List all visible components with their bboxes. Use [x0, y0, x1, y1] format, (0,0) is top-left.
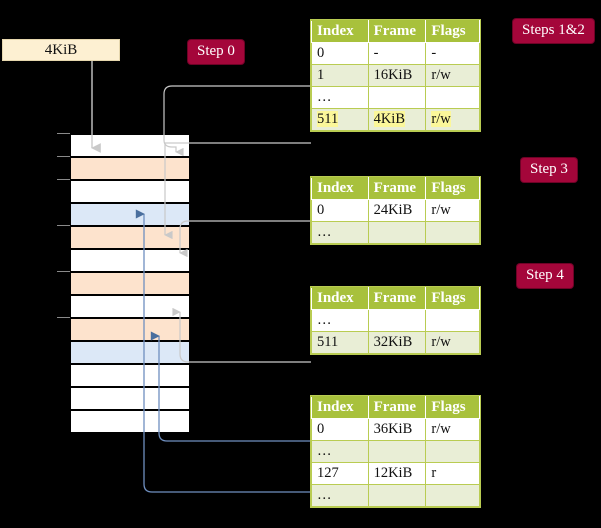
table-row: …: [311, 484, 480, 507]
memory-frame-row: [71, 249, 189, 272]
table-row: …: [311, 221, 480, 244]
memory-frame-row: [71, 203, 189, 226]
highlighted-value: 511: [317, 111, 339, 127]
cell-flags: [425, 86, 480, 109]
column-header-frame: Frame: [367, 287, 427, 310]
memory-frame-row: [71, 341, 189, 364]
cell-index: …: [311, 86, 369, 109]
memory-tick: [57, 271, 70, 272]
badge-step-0: Step 0: [188, 40, 244, 64]
memory-frame-row: [71, 226, 189, 249]
cell-flags: r: [425, 462, 480, 485]
table-row: …: [311, 440, 480, 463]
cell-flags: r/w: [425, 331, 480, 354]
memory-frame-row: [71, 318, 189, 341]
cell-index: 511: [311, 108, 369, 131]
cell-index: 0: [311, 418, 369, 441]
memory-tick: [57, 179, 70, 180]
cell-index: …: [311, 440, 369, 463]
memory-frame-row: [71, 157, 189, 180]
cell-flags: r/w: [425, 64, 480, 87]
memory-tick: [57, 156, 70, 157]
cell-index: …: [311, 484, 369, 507]
memory-frame-row: [71, 272, 189, 295]
cell-flags: r/w: [425, 418, 480, 441]
cell-frame: 32KiB: [367, 331, 427, 354]
cell-frame: [367, 309, 427, 332]
cell-flags: [425, 440, 480, 463]
cell-frame: 36KiB: [367, 418, 427, 441]
cell-frame: 4KiB: [367, 108, 427, 131]
cell-index: …: [311, 309, 369, 332]
column-header-flags: Flags: [425, 20, 480, 43]
column-header-index: Index: [311, 20, 369, 43]
cell-index: …: [311, 221, 369, 244]
cell-flags: -: [425, 42, 480, 65]
cell-flags: [425, 221, 480, 244]
cell-frame: [367, 86, 427, 109]
column-header-flags: Flags: [425, 396, 480, 419]
cell-index: 127: [311, 462, 369, 485]
physical-memory-column: [70, 133, 190, 433]
highlighted-value: 4KiB: [373, 111, 405, 127]
badge-steps-1-2: Steps 1&2: [513, 19, 594, 43]
column-header-flags: Flags: [425, 177, 480, 200]
memory-tick: [57, 225, 70, 226]
cell-index: 0: [311, 199, 369, 222]
cell-frame: [367, 484, 427, 507]
highlighted-value: r/w: [431, 111, 451, 127]
cell-frame: -: [367, 42, 427, 65]
cell-index: 1: [311, 64, 369, 87]
badge-step-3: Step 3: [521, 158, 577, 182]
memory-frame-row: [71, 387, 189, 410]
cell-frame: 16KiB: [367, 64, 427, 87]
request-size-box: 4KiB: [2, 39, 120, 61]
table-row: …: [311, 86, 480, 109]
column-header-index: Index: [311, 287, 369, 310]
memory-tick: [57, 133, 70, 134]
memory-frame-row: [71, 180, 189, 203]
memory-frame-row: [71, 410, 189, 433]
column-header-index: Index: [311, 177, 369, 200]
column-header-flags: Flags: [425, 287, 480, 310]
column-header-frame: Frame: [367, 177, 427, 200]
cell-frame: [367, 440, 427, 463]
table-row: …: [311, 309, 480, 332]
column-header-index: Index: [311, 396, 369, 419]
cell-frame: 24KiB: [367, 199, 427, 222]
cell-flags: [425, 484, 480, 507]
cell-frame: 12KiB: [367, 462, 427, 485]
badge-step-4: Step 4: [517, 264, 573, 288]
cell-frame: [367, 221, 427, 244]
memory-frame-row: [71, 134, 189, 157]
cell-index: 0: [311, 42, 369, 65]
memory-tick: [57, 317, 70, 318]
memory-frame-row: [71, 295, 189, 318]
cell-flags: [425, 309, 480, 332]
table-row: 0--: [311, 42, 480, 65]
cell-index: 511: [311, 331, 369, 354]
memory-frame-row: [71, 364, 189, 387]
cell-flags: r/w: [425, 199, 480, 222]
table-row: 511 4KiB r/w: [311, 108, 480, 131]
column-header-frame: Frame: [367, 396, 427, 419]
column-header-frame: Frame: [367, 20, 427, 43]
cell-flags: r/w: [425, 108, 480, 131]
